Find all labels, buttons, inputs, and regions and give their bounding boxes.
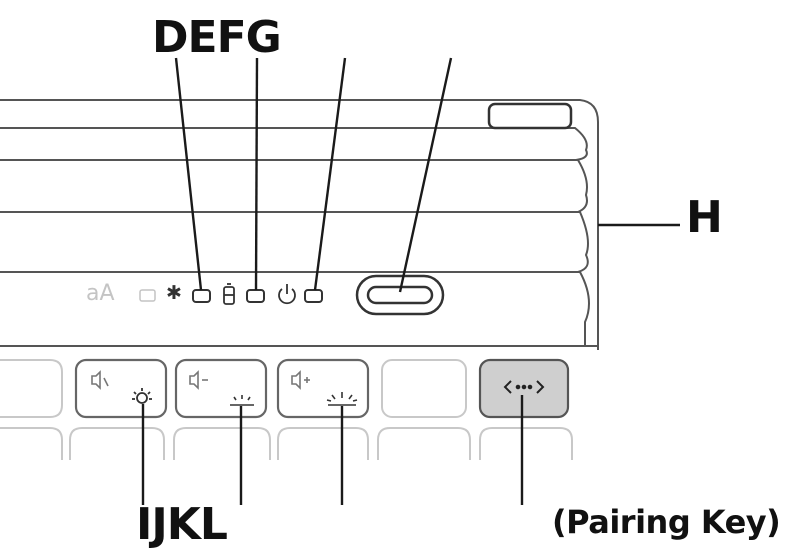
case-indicator-glyph: aA: [86, 281, 115, 306]
layer-2: [0, 159, 588, 213]
leader-g: [398, 57, 453, 293]
key-row-top: [0, 359, 467, 418]
volume-up-brightness-key: [276, 358, 370, 419]
speaker-mute-icon: [91, 370, 109, 390]
top-slot: [487, 102, 573, 130]
volume-up-icon: [291, 370, 310, 390]
leader-e: [254, 57, 259, 291]
callout-label-pairing: (Pairing Key): [552, 503, 781, 541]
volume-down-icon: [189, 370, 208, 390]
volume-down-brightness-key: [174, 358, 268, 419]
power-icon: [278, 284, 296, 305]
indicator-leds: [139, 283, 323, 305]
keyboard-backlight-up-icon: [326, 392, 358, 406]
callout-label-top: DEFG: [152, 12, 282, 63]
battery-led: [246, 289, 265, 303]
key-row-bottom: [0, 427, 573, 460]
leader-f: [313, 57, 347, 291]
case-bottom: [0, 271, 590, 346]
leader-d: [174, 57, 203, 291]
layer-3: [0, 211, 589, 273]
callout-label-right: H: [686, 192, 723, 243]
power-switch: [355, 274, 445, 316]
keyboard-backlight-down-icon: [230, 395, 254, 406]
pairing-key: [478, 358, 570, 419]
bluetooth-icon: ✱: [166, 282, 182, 304]
bluetooth-led: [192, 289, 211, 303]
power-led: [304, 289, 323, 303]
brightness-down-icon: [132, 388, 152, 404]
callout-lines: [141, 57, 680, 505]
keyboard-body: [0, 99, 599, 350]
callout-label-bottom: IJKL: [136, 499, 228, 550]
pairing-arrows-icon: [503, 380, 545, 394]
layer-1: [0, 127, 588, 161]
caps-led: [139, 289, 156, 302]
battery-icon: [223, 283, 235, 305]
mute-brightness-down-key: [74, 358, 168, 419]
top-edge: [0, 99, 599, 350]
